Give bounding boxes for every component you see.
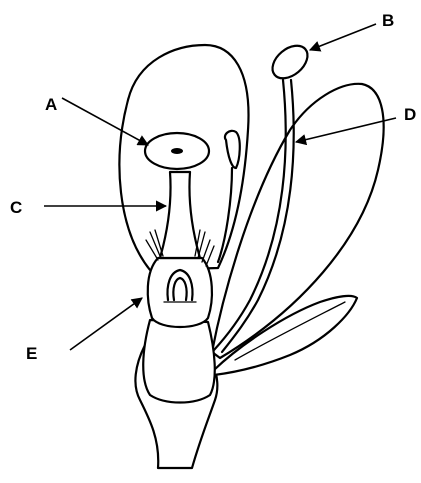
label-b: B [382, 11, 394, 30]
ovary [148, 258, 212, 327]
leader-line-e [70, 298, 142, 350]
label-d: D [404, 105, 416, 124]
stigma [145, 133, 209, 169]
leader-line-b [310, 24, 376, 50]
anther [266, 39, 313, 85]
receptacle [143, 320, 215, 403]
label-e: E [26, 344, 37, 363]
label-c: C [10, 198, 22, 217]
label-a: A [45, 95, 57, 114]
